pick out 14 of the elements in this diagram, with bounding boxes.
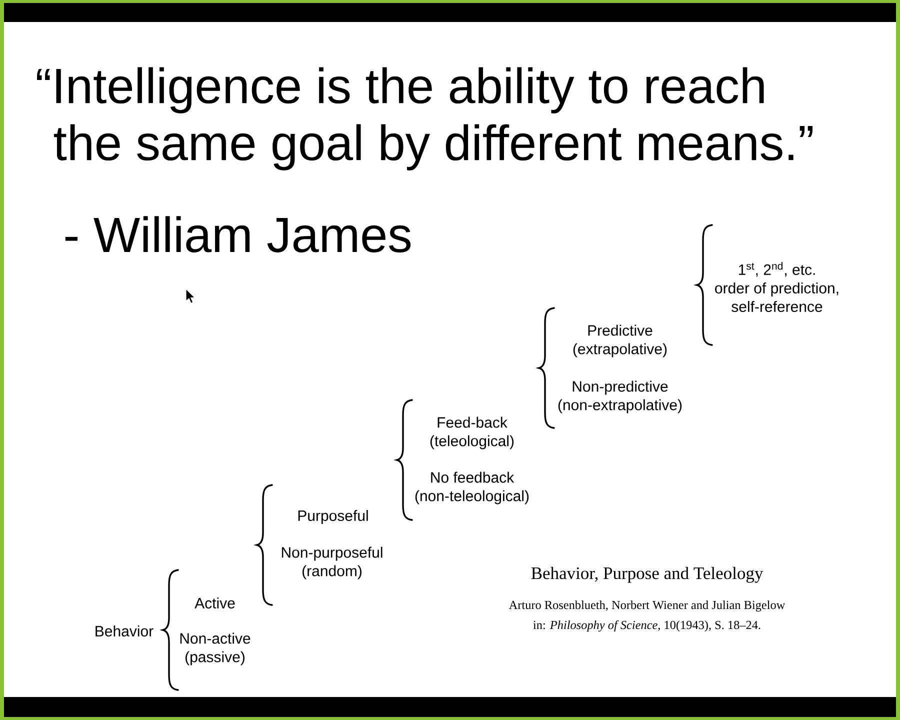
category-label: Purposeful [298,510,368,524]
category-label: Behavior [96,625,154,636]
author-list: Arturo Rosenblueth, Norbert Wiener and Julian Bigelow [508,600,786,612]
category-label: Feed-back (teleological) [430,416,514,450]
reference-title: Behavior, Purpose and Teleology [531,566,764,583]
category-label: Active [194,597,235,608]
category-label: Predictive (extrapolative) [573,324,667,358]
citation-text: in: Philosophy of Science, 10(1943), S. 18–24. [533,620,760,632]
category-label: Non-active (passive) [180,632,250,666]
attribution-text: - William James [65,216,411,252]
quote-text: “Intelligence is the ability to reach the same goal by different means.” [37,67,813,170]
category-label: Non-predictive (non-extrapolative) [558,380,682,414]
category-label: Non-purposeful (random) [282,546,382,580]
category-label: No feedback (non-teleological) [415,472,529,504]
